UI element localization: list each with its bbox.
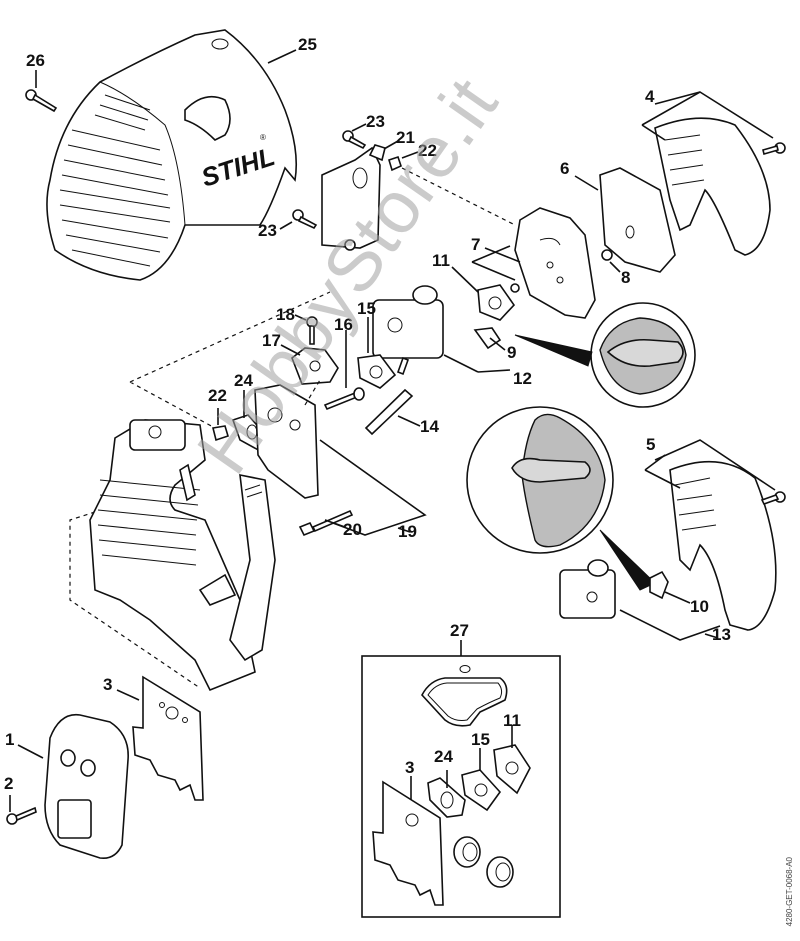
part-number-label: 5 — [646, 435, 655, 454]
part-number-label: 15 — [471, 730, 490, 749]
filter-base-part-7[interactable] — [514, 207, 596, 319]
callout-3: 3 — [103, 675, 140, 701]
callout-10: 10 — [664, 591, 709, 616]
gasket-kit-27[interactable]: 27 11 15 24 3 — [361, 621, 561, 918]
part-number-label: 8 — [621, 268, 630, 287]
part-number-label: 2 — [4, 774, 13, 793]
spacer-part-17[interactable] — [291, 347, 339, 385]
screw-part-18[interactable] — [306, 316, 318, 345]
part-number-label: 1 — [5, 730, 14, 749]
part-number-label: 19 — [398, 522, 417, 541]
nut-part-22-top[interactable] — [388, 155, 402, 172]
gasket-part-11[interactable] — [477, 283, 520, 321]
tube-part-14[interactable] — [364, 388, 414, 436]
callout-13: 13 — [619, 609, 731, 644]
screw-part-16[interactable] — [323, 387, 365, 411]
bolt-part-20[interactable] — [298, 509, 354, 537]
part-number-label: 22 — [418, 141, 437, 160]
part-number-label: 4 — [645, 87, 655, 106]
muffler-part-1[interactable] — [44, 713, 129, 860]
part-number-label: 24 — [234, 371, 253, 390]
part-number-label: 25 — [298, 35, 317, 54]
screw-part-2[interactable] — [6, 806, 37, 825]
part-number-label: 7 — [471, 235, 480, 254]
nut-part-22-bottom[interactable] — [212, 425, 229, 442]
callout-11: 11 — [432, 251, 479, 293]
part-number-label: 10 — [690, 597, 709, 616]
callout-9: 9 — [489, 337, 516, 362]
part-number-label: 20 — [343, 520, 362, 539]
part-number-label: 15 — [357, 299, 376, 318]
part-number-label: 18 — [276, 305, 295, 324]
part-number-label: 21 — [396, 128, 415, 147]
part-number-label: 24 — [434, 747, 453, 766]
callout-16: 16 — [334, 315, 353, 388]
part-number-label: 14 — [420, 417, 439, 436]
engine-part[interactable] — [89, 419, 276, 692]
callout-2: 2 — [4, 774, 13, 812]
callout-25: 25 — [267, 35, 317, 64]
screw-part-26[interactable] — [25, 89, 58, 113]
callout-1: 1 — [5, 730, 44, 759]
callout-5: 5 — [644, 435, 776, 491]
callout-7: 7 — [471, 235, 521, 281]
part-number-label: 11 — [503, 711, 521, 730]
bracket-part[interactable] — [321, 146, 381, 251]
shroud-part-25[interactable]: STIHL ® — [46, 29, 298, 281]
part-number-label: 23 — [366, 112, 385, 131]
intake-manifold-part-19[interactable] — [254, 384, 319, 499]
screw-part-23-bottom[interactable] — [292, 209, 318, 230]
detail-view-10 — [466, 406, 656, 591]
part-number-label: 9 — [507, 343, 516, 362]
carburetor-part-12[interactable] — [372, 285, 502, 376]
callout-12: 12 — [443, 354, 532, 388]
callout-22-top: 22 — [401, 141, 437, 160]
callout-22-bottom: 22 — [208, 386, 227, 425]
screw-part-23-top[interactable] — [342, 130, 367, 150]
callout-26: 26 — [26, 51, 45, 88]
gasket-part-15[interactable] — [357, 354, 397, 389]
part-number-label: 12 — [513, 369, 532, 388]
callout-19: 19 — [319, 439, 427, 541]
callout-18: 18 — [276, 305, 307, 324]
callout-14: 14 — [397, 415, 439, 436]
carburetor-part-13[interactable] — [559, 559, 669, 619]
part-number-label: 26 — [26, 51, 45, 70]
oil-seal-b — [486, 856, 514, 888]
nut-part-8[interactable] — [601, 249, 613, 261]
part-number-label: 17 — [262, 331, 281, 350]
callout-23-bottom: 23 — [258, 221, 293, 240]
part-number-label: 16 — [334, 315, 353, 334]
kit-label: 27 — [450, 621, 469, 640]
part-number-label: 3 — [103, 675, 112, 694]
part-number-label: 6 — [560, 159, 569, 178]
callout-15: 15 — [357, 299, 376, 353]
callout-4: 4 — [641, 87, 774, 141]
callout-8: 8 — [609, 261, 630, 287]
part-number-label: 13 — [712, 625, 731, 644]
detail-view-9 — [514, 302, 696, 408]
callout-24: 24 — [234, 371, 253, 418]
stihl-registered-mark: ® — [260, 133, 266, 142]
callout-21: 21 — [383, 128, 415, 150]
callout-23-top: 23 — [351, 112, 385, 132]
callout-6: 6 — [560, 159, 599, 191]
gasket-part-3[interactable] — [132, 675, 204, 801]
air-filter-part-6[interactable] — [599, 167, 676, 273]
oil-seal-a — [453, 836, 481, 868]
reference-code: 4280-GET-0068-A0 — [785, 856, 794, 926]
part-number-label: 23 — [258, 221, 277, 240]
callout-17: 17 — [262, 331, 301, 356]
part-number-label: 3 — [405, 758, 414, 777]
filter-cover-part-5[interactable] — [669, 460, 786, 631]
filter-cover-part-4[interactable] — [654, 117, 786, 256]
part-number-label: 11 — [432, 251, 450, 270]
callout-20: 20 — [324, 519, 362, 539]
part-number-label: 22 — [208, 386, 227, 405]
